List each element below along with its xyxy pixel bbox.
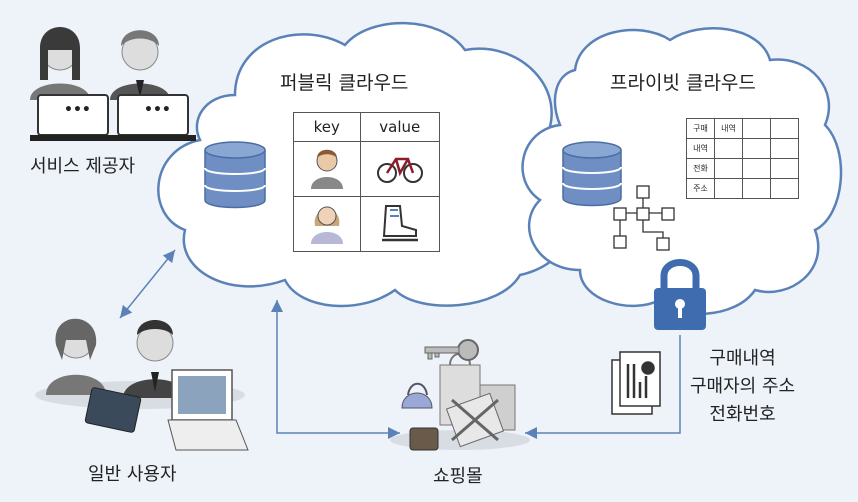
private-cell bbox=[714, 158, 743, 179]
private-cell bbox=[714, 138, 743, 159]
arrow-private-cloud-shopping bbox=[525, 335, 681, 439]
private-cell: 구매 bbox=[686, 118, 715, 139]
private-cell bbox=[742, 138, 771, 159]
laptop-screen-2: ••• bbox=[144, 102, 171, 118]
value-header: value bbox=[359, 112, 440, 142]
kv-cell bbox=[293, 141, 361, 197]
service-provider-illustration bbox=[30, 27, 196, 141]
private-cell bbox=[742, 178, 771, 199]
public-database-icon bbox=[204, 141, 266, 209]
kv-cell bbox=[293, 196, 361, 252]
general-user-illustration bbox=[35, 318, 249, 451]
kv-cell bbox=[359, 141, 440, 197]
private-cell bbox=[770, 118, 799, 139]
arrow-public-cloud-shopping bbox=[271, 300, 400, 439]
private-data-table: 구매 내역 내역 전화 주소 bbox=[686, 118, 799, 199]
private-info-text: 구매내역 구매자의 주소 전화번호 bbox=[690, 345, 795, 429]
service-provider-label: 서비스 제공자 bbox=[30, 156, 136, 177]
private-cell bbox=[770, 138, 799, 159]
private-cloud-shape bbox=[521, 27, 843, 316]
private-cell bbox=[742, 158, 771, 179]
general-user-label: 일반 사용자 bbox=[88, 464, 177, 485]
private-info-line-1: 구매내역 bbox=[709, 348, 776, 369]
key-header: key bbox=[293, 112, 361, 142]
document-chart-icon bbox=[611, 351, 661, 415]
key-value-table: key value bbox=[293, 112, 440, 252]
arrow-user-public-cloud bbox=[119, 249, 176, 319]
data-structure-icon bbox=[613, 185, 675, 251]
private-cell: 내역 bbox=[686, 138, 715, 159]
private-cloud-title: 프라이빗 클라우드 bbox=[610, 72, 756, 94]
private-info-line-3: 전화번호 bbox=[709, 404, 776, 425]
kv-cell bbox=[359, 196, 440, 252]
private-cell bbox=[770, 178, 799, 199]
key-icon bbox=[424, 339, 479, 361]
lock-icon bbox=[654, 259, 706, 330]
private-cell bbox=[714, 178, 743, 199]
public-cloud-title: 퍼블릭 클라우드 bbox=[280, 72, 409, 94]
private-cell: 주소 bbox=[686, 178, 715, 199]
skate-icon bbox=[381, 205, 418, 242]
bicycle-icon bbox=[376, 157, 423, 183]
private-cell bbox=[742, 118, 771, 139]
private-cell bbox=[770, 158, 799, 179]
private-cell: 내역 bbox=[714, 118, 743, 139]
shopping-mall-illustration bbox=[390, 339, 530, 451]
girl-avatar-icon bbox=[310, 206, 343, 244]
boy-avatar-icon bbox=[310, 149, 343, 189]
shopping-mall-label: 쇼핑몰 bbox=[433, 466, 483, 487]
laptop-screen-1: ••• bbox=[64, 102, 91, 118]
private-database-icon bbox=[562, 141, 622, 207]
private-cell: 전화 bbox=[686, 158, 715, 179]
private-info-line-2: 구매자의 주소 bbox=[690, 376, 796, 397]
